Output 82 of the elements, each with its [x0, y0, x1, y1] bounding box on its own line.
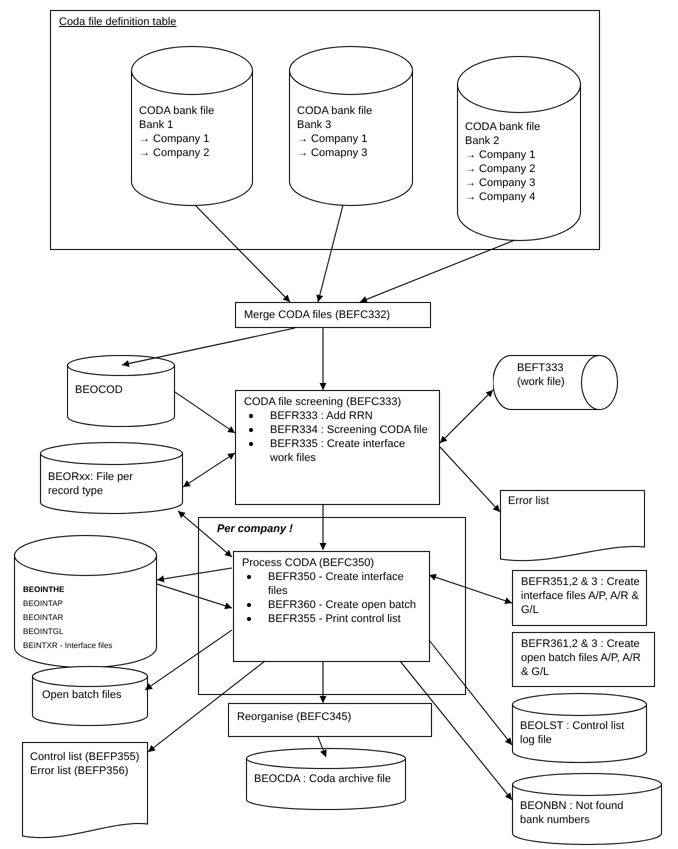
- process-box: [235, 390, 440, 505]
- node-text: → Company 1: [297, 132, 368, 146]
- process-box: [233, 551, 430, 662]
- storage-cylinder: [493, 355, 618, 410]
- node-text: Per company !: [217, 522, 294, 536]
- node-text: BEONBN : Not found bank numbers: [520, 799, 624, 827]
- node-text: BEOLST : Control list log file: [520, 719, 626, 747]
- node-text: BEFR361,2 & 3 : Create open batch files A/P, A/R & G/L: [521, 637, 642, 679]
- database-cylinder: [289, 46, 413, 206]
- database-cylinder: [67, 355, 175, 427]
- bullet-text: BEFR350 - Create interface files: [268, 570, 405, 598]
- node-text: CODA bank file: [139, 104, 216, 118]
- node-text: BEOINTAP: [23, 598, 64, 610]
- node-text: BEORxx: File per record type: [48, 470, 134, 498]
- node-text: → Company 1: [465, 148, 536, 162]
- arrow: [144, 630, 232, 690]
- process-box: [228, 703, 432, 737]
- arrow: [400, 660, 512, 800]
- node-text: → Company 1: [139, 132, 210, 146]
- node-text: Bank 3: [297, 118, 332, 132]
- node-text: → Company 2: [465, 162, 536, 176]
- arrow: [320, 328, 326, 390]
- arrow: [174, 392, 236, 434]
- node-text: BEOINTHE: [23, 584, 66, 596]
- database-cylinder: [40, 442, 183, 514]
- group-box: [198, 517, 466, 695]
- group-box: [50, 10, 600, 250]
- process-box: [235, 302, 431, 328]
- arrow: [122, 328, 296, 367]
- database-cylinder: [246, 748, 406, 810]
- database-cylinder: [131, 46, 253, 206]
- arrow: [156, 568, 232, 582]
- node-text: → Company 4: [465, 190, 536, 204]
- arrow: [156, 584, 232, 610]
- node-text: BEOCDA : Coda archive file: [254, 772, 392, 786]
- database-cylinder: [512, 773, 662, 845]
- node-text: Error list: [508, 494, 550, 508]
- node-text: BEOINTAR: [23, 612, 64, 624]
- node-text: BEINTXR - Interface files: [23, 640, 114, 652]
- database-cylinder: [457, 56, 581, 241]
- bullet-text: BEFR360 - Create open batch: [268, 598, 416, 612]
- process-box: [512, 570, 647, 626]
- arrow: [318, 736, 327, 758]
- bullet-text: BEFR335 : Create interface work files: [270, 437, 406, 465]
- node-text: Error list (BEFP356): [30, 764, 130, 778]
- arrow: [440, 446, 500, 512]
- arrow: [316, 204, 344, 302]
- node-text: Bank 1: [139, 118, 174, 132]
- node-text: → Company 2: [139, 146, 210, 160]
- node-text: BEOINTGL: [23, 626, 64, 638]
- database-cylinder: [32, 666, 148, 726]
- node-text: BEOCOD: [75, 383, 124, 397]
- node-text: → Company 3: [465, 176, 536, 190]
- arrow: [182, 452, 236, 488]
- arrow: [148, 660, 266, 752]
- node-text: Merge CODA files (BEFC332): [244, 308, 392, 322]
- arrow: [360, 240, 516, 303]
- database-cylinder: [14, 535, 157, 668]
- process-box: [512, 632, 655, 687]
- node-text: CODA bank file: [297, 104, 374, 118]
- node-text: CODA file screening (BEFC333): [244, 395, 402, 409]
- arrow: [440, 390, 494, 444]
- arrow: [194, 204, 290, 302]
- node-text: Bank 2: [465, 134, 500, 148]
- arrow: [178, 510, 232, 558]
- node-text: → Comapny 3: [297, 146, 368, 160]
- node-text: BEFT333 (work file): [517, 361, 566, 389]
- arrow: [320, 660, 326, 704]
- node-text: CODA bank file: [465, 120, 542, 134]
- arrow: [428, 640, 512, 746]
- node-text: Process CODA (BEFC350): [242, 556, 376, 570]
- node-text: Reorganise (BEFC345): [237, 710, 352, 724]
- node-text: Coda file definition table: [59, 15, 178, 29]
- node-text: Open batch files: [42, 688, 122, 702]
- node-text: Control list (BEFP355): [30, 750, 140, 764]
- bullet-text: BEFR333 : Add RRN: [270, 409, 373, 423]
- database-cylinder: [512, 693, 647, 763]
- bullet-text: BEFR355 - Print control list: [268, 612, 401, 626]
- node-text: BEFR351,2 & 3 : Create interface files A/P, A/R & G/L: [521, 575, 641, 617]
- bullet-text: BEFR334 : Screening CODA file: [270, 423, 428, 437]
- arrow: [320, 504, 326, 550]
- arrow: [428, 574, 512, 604]
